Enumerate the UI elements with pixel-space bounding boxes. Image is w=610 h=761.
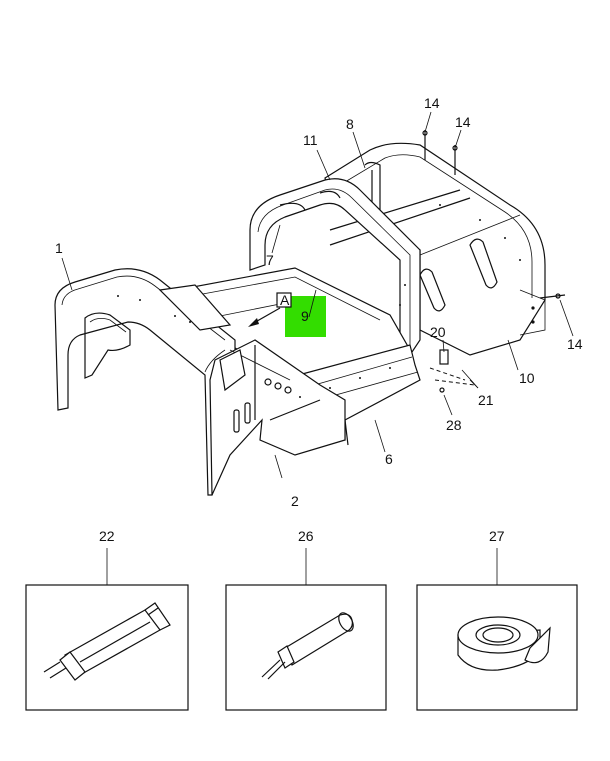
rivet-dots [117, 204, 521, 398]
callout-11: 11 [303, 132, 318, 148]
detail-a-label: A [280, 292, 290, 308]
callout-14-right: 14 [567, 336, 583, 352]
callout-27: 27 [489, 528, 505, 544]
panel-22-frame [25, 584, 189, 711]
panel-item-27: 27 [416, 528, 578, 711]
callout-28: 28 [446, 417, 462, 433]
detail-a-marker: A [248, 292, 292, 327]
bracket-plate [158, 284, 232, 331]
panel-27-frame [416, 584, 578, 711]
leader-lines [61, 111, 574, 479]
callout-14-top: 14 [424, 95, 440, 111]
panel-item-22: 22 [25, 528, 189, 711]
front-fender [54, 268, 236, 496]
center-fender-arch [249, 178, 421, 356]
mounting-brackets [429, 349, 476, 393]
callout-6: 6 [385, 451, 393, 467]
callout-10: 10 [519, 370, 535, 386]
panel-26-frame [225, 584, 387, 711]
panel-item-26: 26 [225, 528, 387, 711]
callout-26: 26 [298, 528, 314, 544]
adhesive-tube-icon [261, 612, 354, 680]
fender-assembly-drawing: A 1 2 6 7 8 9 10 11 [54, 95, 583, 509]
highlight-box-item-9 [285, 296, 326, 337]
sealant-cartridge-icon [43, 602, 171, 681]
callout-2: 2 [291, 493, 299, 509]
callout-9: 9 [301, 308, 309, 324]
callout-20: 20 [430, 324, 446, 340]
callout-21: 21 [478, 392, 494, 408]
callout-14-mid: 14 [455, 114, 471, 130]
callout-8: 8 [346, 116, 354, 132]
tape-roll-icon [457, 616, 551, 671]
callout-1: 1 [55, 240, 63, 256]
front-step-fairing [209, 339, 346, 496]
callout-22: 22 [99, 528, 115, 544]
callout-7: 7 [266, 252, 274, 268]
